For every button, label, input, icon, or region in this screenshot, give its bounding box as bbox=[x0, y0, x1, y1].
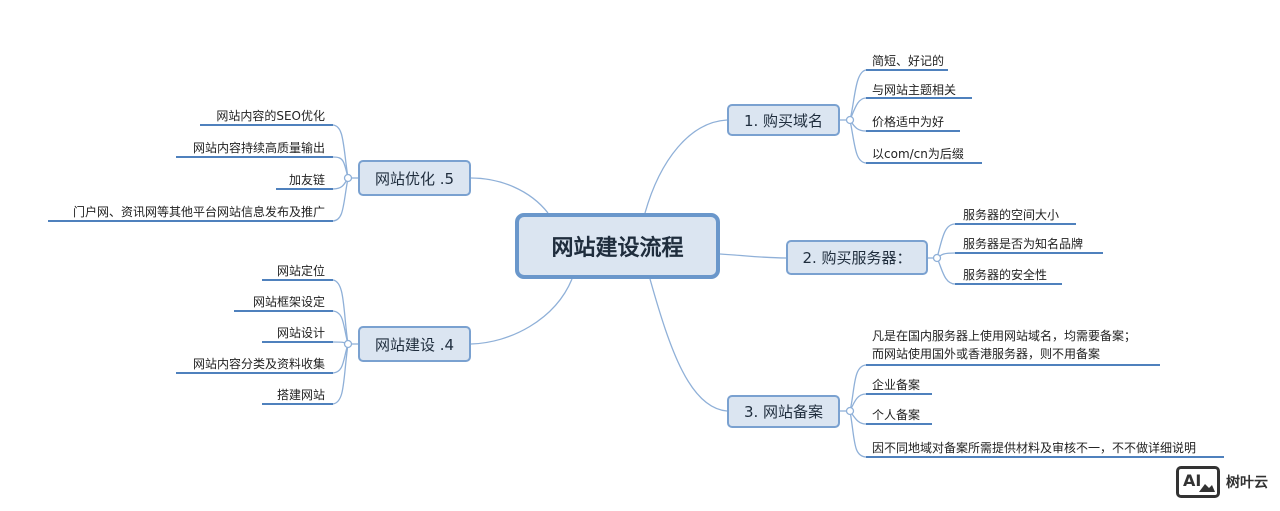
branch-optimize-node[interactable]: 网站优化 .5 bbox=[358, 160, 471, 196]
server-item[interactable]: 服务器的安全性 bbox=[963, 268, 1048, 282]
build-item[interactable]: 网站定位 bbox=[276, 264, 325, 278]
connector-root-record bbox=[649, 278, 728, 412]
connector-root-domain bbox=[644, 119, 728, 214]
build-item[interactable]: 网站设计 bbox=[276, 326, 325, 340]
build-item[interactable]: 网站框架设定 bbox=[252, 295, 325, 309]
branch-server-node[interactable]: 2. 购买服务器： bbox=[786, 240, 928, 275]
optimize-item[interactable]: 网站内容持续高质量输出 bbox=[192, 141, 325, 155]
connector-root-server bbox=[719, 253, 787, 259]
connector-root-optimize bbox=[470, 177, 549, 214]
domain-item[interactable]: 与网站主题相关 bbox=[872, 83, 957, 97]
server-item[interactable]: 服务器的空间大小 bbox=[963, 208, 1060, 222]
watermark-logo-icon: AI bbox=[1176, 466, 1220, 498]
branch-record-node[interactable]: 3. 网站备案 bbox=[727, 395, 840, 428]
record-item[interactable]: 个人备案 bbox=[872, 408, 921, 422]
domain-item[interactable]: 简短、好记的 bbox=[872, 54, 945, 68]
optimize-item[interactable]: 网站内容的SEO优化 bbox=[216, 109, 325, 123]
record-item[interactable]: 企业备案 bbox=[872, 378, 921, 392]
domain-item[interactable]: 以com/cn为后缀 bbox=[872, 147, 964, 161]
mountain-icon bbox=[1199, 484, 1215, 492]
record-item-multiline[interactable]: 凡是在国内服务器上使用网站域名，均需要备案； 而网站使用国外或香港服务器，则不用… bbox=[872, 327, 1136, 363]
branch-build-node[interactable]: 网站建设 .4 bbox=[358, 326, 471, 362]
server-item[interactable]: 服务器是否为知名品牌 bbox=[963, 237, 1084, 251]
record-item[interactable]: 因不同地域对备案所需提供材料及审核不一，不不做详细说明 bbox=[872, 441, 1197, 455]
build-item[interactable]: 网站内容分类及资料收集 bbox=[192, 357, 325, 371]
optimize-item[interactable]: 加友链 bbox=[288, 173, 325, 187]
connector-root-build bbox=[470, 278, 573, 345]
record-item-line: 而网站使用国外或香港服务器，则不用备案 bbox=[872, 347, 1101, 361]
build-item[interactable]: 搭建网站 bbox=[276, 388, 325, 402]
watermark: AI 树叶云 bbox=[1176, 466, 1268, 498]
watermark-logo-text: AI bbox=[1183, 471, 1202, 490]
branch-domain-node[interactable]: 1. 购买域名 bbox=[727, 104, 840, 136]
optimize-item[interactable]: 门户网、资讯网等其他平台网站信息发布及推广 bbox=[72, 205, 325, 219]
record-item-line: 凡是在国内服务器上使用网站域名，均需要备案； bbox=[872, 329, 1137, 343]
root-node[interactable]: 网站建设流程 bbox=[515, 213, 720, 279]
domain-item[interactable]: 价格适中为好 bbox=[872, 115, 945, 129]
watermark-label: 树叶云 bbox=[1226, 475, 1268, 491]
